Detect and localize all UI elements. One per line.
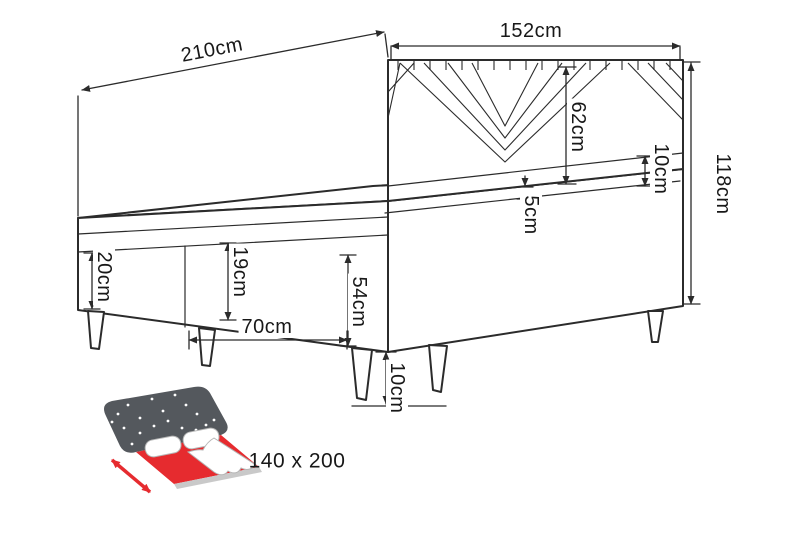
headboard-pattern xyxy=(387,61,684,163)
bed-leg xyxy=(87,310,105,350)
bed-leg xyxy=(647,310,664,343)
dimension-label-mattress-height: 19cm xyxy=(229,243,251,301)
bed-leg xyxy=(428,344,448,393)
dimension-label-base-total-height: 54cm xyxy=(348,273,370,331)
dimension-label-foot-frame-height: 20cm xyxy=(93,248,115,306)
headboard-face xyxy=(387,59,684,202)
bed-body-drawing xyxy=(77,59,684,401)
dimension-label-leg-spacing: 70cm xyxy=(238,316,296,338)
bed-leg xyxy=(198,327,216,367)
size-arrow-icon xyxy=(110,458,152,494)
dimension-label-leg-height: 10cm xyxy=(386,359,408,417)
size-label: 140 x 200 xyxy=(248,449,346,473)
dimension-label-headboard-total-height: 118cm xyxy=(712,150,734,218)
dimension-label-headboard-rail-gap: 10cm xyxy=(650,140,672,198)
dimension-label-headboard-width: 152cm xyxy=(496,20,566,42)
bed-leg xyxy=(351,347,373,401)
bed-size-icon xyxy=(104,386,262,494)
dimension-label-headboard-upper-height: 62cm xyxy=(567,98,589,156)
bed-icon-blanket xyxy=(186,437,257,476)
bed-icon-base xyxy=(174,467,262,489)
dimension-label-topper-height: 5cm xyxy=(520,192,542,238)
